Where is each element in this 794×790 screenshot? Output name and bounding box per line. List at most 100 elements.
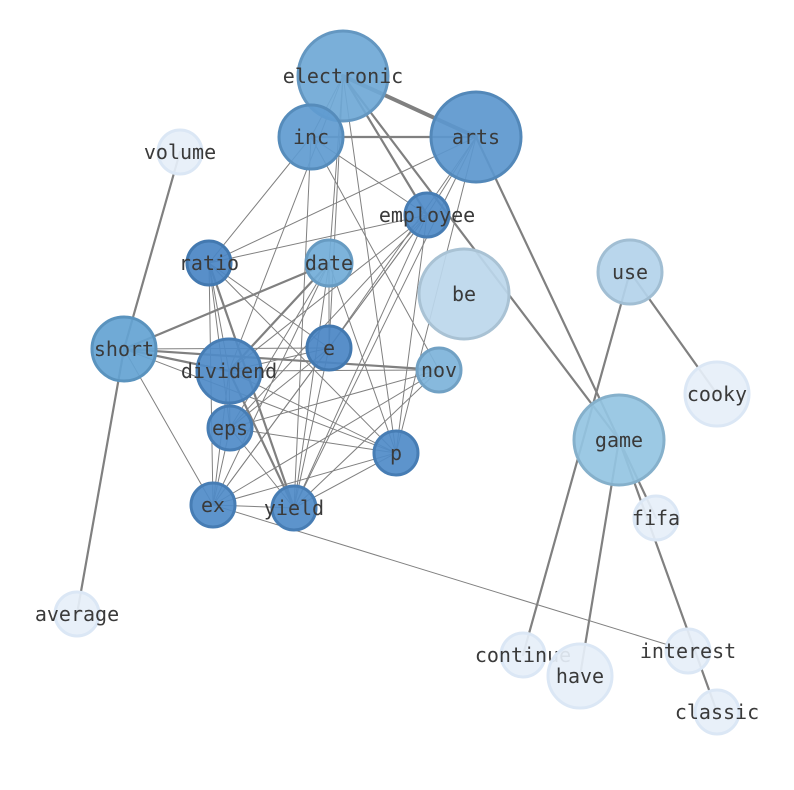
edge-nov-eps bbox=[229, 369, 440, 429]
node-label-average: average bbox=[35, 602, 119, 626]
node-circle-interest[interactable] bbox=[664, 627, 712, 675]
edge-arts-yield bbox=[293, 136, 477, 509]
edge-date-yield bbox=[293, 262, 330, 509]
node-use[interactable]: use bbox=[596, 238, 664, 306]
node-arts[interactable]: arts bbox=[429, 90, 523, 184]
node-fifa[interactable]: fifa bbox=[632, 494, 680, 542]
node-circle-game[interactable] bbox=[572, 393, 666, 487]
node-p[interactable]: p bbox=[372, 429, 420, 477]
edge-eps-p bbox=[229, 427, 397, 454]
edge-date-ex bbox=[212, 262, 330, 506]
node-label-interest: interest bbox=[640, 639, 736, 663]
node-label-use: use bbox=[612, 260, 648, 284]
node-label-volume: volume bbox=[144, 140, 216, 164]
node-label-nov: nov bbox=[421, 358, 457, 382]
node-circle-p[interactable] bbox=[372, 429, 420, 477]
node-circle-volume[interactable] bbox=[156, 128, 204, 176]
node-label-date: date bbox=[305, 251, 353, 275]
node-circle-ex[interactable] bbox=[189, 481, 237, 529]
node-label-dividend: dividend bbox=[181, 359, 277, 383]
node-e[interactable]: e bbox=[305, 324, 353, 372]
node-label-inc: inc bbox=[293, 125, 329, 149]
node-circle-arts[interactable] bbox=[429, 90, 523, 184]
edge-inc-yield bbox=[293, 136, 312, 509]
node-circle-average[interactable] bbox=[53, 590, 101, 638]
node-circle-employee[interactable] bbox=[403, 191, 451, 239]
node-label-arts: arts bbox=[452, 125, 500, 149]
node-label-ex: ex bbox=[201, 493, 225, 517]
edge-short-nov bbox=[122, 347, 441, 372]
node-classic[interactable]: classic bbox=[675, 688, 759, 736]
node-label-game: game bbox=[595, 428, 643, 452]
node-cooky[interactable]: cooky bbox=[683, 360, 751, 428]
node-volume[interactable]: volume bbox=[144, 128, 216, 176]
node-yield[interactable]: yield bbox=[264, 484, 324, 532]
node-game[interactable]: game bbox=[572, 393, 666, 487]
node-label-employee: employee bbox=[379, 203, 475, 227]
node-circle-dividend[interactable] bbox=[195, 337, 263, 405]
edge-short-average bbox=[75, 347, 126, 616]
edge-short-p bbox=[123, 348, 397, 454]
node-circle-ratio[interactable] bbox=[185, 239, 233, 287]
node-label-have: have bbox=[556, 664, 604, 688]
node-circle-eps[interactable] bbox=[206, 404, 254, 452]
node-label-ratio: ratio bbox=[179, 251, 239, 275]
node-label-cooky: cooky bbox=[687, 382, 747, 406]
edge-arts-ratio bbox=[208, 136, 477, 264]
node-label-short: short bbox=[94, 337, 154, 361]
edge-employee-p bbox=[395, 214, 428, 454]
node-circle-fifa[interactable] bbox=[632, 494, 680, 542]
node-date[interactable]: date bbox=[304, 238, 354, 288]
node-circle-short[interactable] bbox=[90, 315, 158, 383]
node-circle-electronic[interactable] bbox=[296, 29, 390, 123]
edge-inc-nov bbox=[310, 136, 440, 371]
node-ex[interactable]: ex bbox=[189, 481, 237, 529]
edge-e-ex bbox=[212, 347, 330, 506]
node-label-classic: classic bbox=[675, 700, 759, 724]
node-label-yield: yield bbox=[264, 496, 324, 520]
node-circle-yield[interactable] bbox=[270, 484, 318, 532]
node-label-e: e bbox=[323, 336, 335, 360]
edge-employee-dividend bbox=[228, 214, 428, 372]
edge-employee-ratio bbox=[208, 214, 428, 264]
node-interest[interactable]: interest bbox=[640, 627, 736, 675]
node-employee[interactable]: employee bbox=[379, 191, 475, 239]
edge-use-continue bbox=[521, 270, 632, 657]
edge-ratio-p bbox=[208, 262, 397, 454]
node-circle-have[interactable] bbox=[546, 642, 614, 710]
edge-date-eps bbox=[229, 262, 330, 429]
node-circle-continue[interactable] bbox=[499, 631, 547, 679]
edge-ex-p bbox=[212, 452, 397, 506]
edge-employee-yield bbox=[293, 214, 428, 509]
node-eps[interactable]: eps bbox=[206, 404, 254, 452]
node-label-be: be bbox=[452, 282, 476, 306]
node-ratio[interactable]: ratio bbox=[179, 239, 239, 287]
node-label-fifa: fifa bbox=[632, 506, 680, 530]
node-layer: electronic inc arts volume employee ratio date… bbox=[35, 29, 759, 736]
node-circle-nov[interactable] bbox=[415, 346, 463, 394]
node-electronic[interactable]: electronic bbox=[283, 29, 403, 123]
node-circle-classic[interactable] bbox=[693, 688, 741, 736]
node-circle-date[interactable] bbox=[304, 238, 354, 288]
edge-date-short bbox=[122, 261, 331, 351]
edge-electronic-p bbox=[342, 75, 397, 454]
node-inc[interactable]: inc bbox=[277, 103, 345, 171]
node-label-electronic: electronic bbox=[283, 64, 403, 88]
node-circle-inc[interactable] bbox=[277, 103, 345, 171]
node-circle-e[interactable] bbox=[305, 324, 353, 372]
node-dividend[interactable]: dividend bbox=[181, 337, 277, 405]
node-have[interactable]: have bbox=[546, 642, 614, 710]
node-be[interactable]: be bbox=[417, 247, 511, 341]
edge-e-yield bbox=[293, 347, 330, 509]
node-average[interactable]: average bbox=[35, 590, 119, 638]
edge-nov-ex bbox=[212, 369, 440, 506]
edge-nov-yield bbox=[293, 369, 440, 509]
node-label-p: p bbox=[390, 441, 402, 465]
node-circle-be[interactable] bbox=[417, 247, 511, 341]
edge-ratio-e bbox=[208, 262, 330, 349]
node-nov[interactable]: nov bbox=[415, 346, 463, 394]
node-circle-use[interactable] bbox=[596, 238, 664, 306]
node-short[interactable]: short bbox=[90, 315, 158, 383]
node-circle-cooky[interactable] bbox=[683, 360, 751, 428]
